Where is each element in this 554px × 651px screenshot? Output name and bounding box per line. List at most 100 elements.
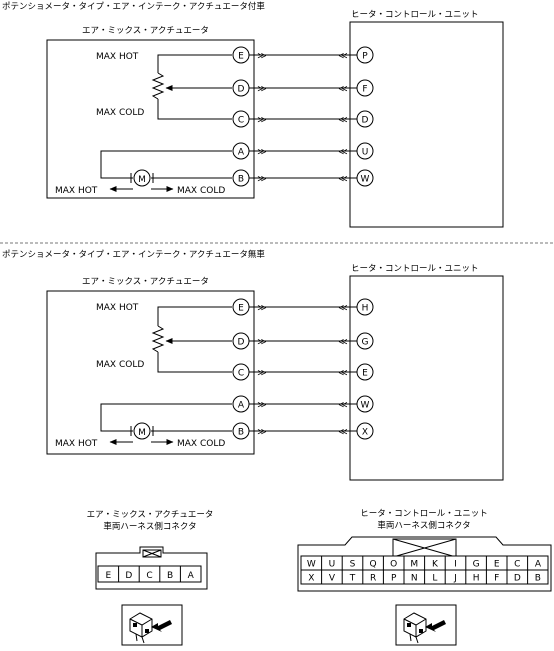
svg-text:N: N bbox=[411, 574, 418, 584]
max-cold-label: MAX COLD bbox=[96, 108, 144, 118]
svg-text:E: E bbox=[494, 560, 500, 570]
connector-title-line2: 車両ハーネス側コネクタ bbox=[103, 521, 196, 532]
svg-text:≫: ≫ bbox=[257, 52, 266, 62]
svg-text:≪: ≪ bbox=[338, 148, 347, 158]
motor-icon: M bbox=[130, 169, 154, 187]
svg-text:M: M bbox=[138, 175, 146, 185]
wire-A-U: A ≫ ≪ U bbox=[232, 142, 374, 160]
section-title: ポテンショメータ・タイプ・エア・インテーク・アクチュエータ付車 bbox=[2, 1, 265, 12]
connector-title-line1: エア・ミックス・アクチュエータ bbox=[87, 510, 214, 520]
svg-text:D: D bbox=[514, 574, 521, 584]
potentiometer bbox=[151, 54, 232, 120]
svg-text:≪: ≪ bbox=[338, 85, 347, 95]
wire-D-F: D ≫ ≪ F bbox=[232, 79, 374, 97]
svg-text:I: I bbox=[454, 560, 457, 570]
svg-text:≫: ≫ bbox=[257, 148, 266, 158]
svg-text:A: A bbox=[188, 571, 195, 581]
svg-text:V: V bbox=[329, 574, 336, 584]
svg-text:D: D bbox=[125, 571, 132, 581]
section-title: ポテンショメータ・タイプ・エア・インテーク・アクチュエータ無車 bbox=[2, 249, 265, 260]
svg-text:B: B bbox=[238, 428, 244, 438]
max-cold-label: MAX COLD bbox=[96, 360, 144, 370]
svg-text:C: C bbox=[514, 560, 520, 570]
svg-text:D: D bbox=[238, 338, 245, 348]
svg-text:W: W bbox=[361, 175, 370, 185]
svg-text:E: E bbox=[238, 52, 244, 62]
svg-text:≫: ≫ bbox=[257, 369, 266, 379]
actuator-connector: エア・ミックス・アクチュエータ 車両ハーネス側コネクタ E D C B A bbox=[87, 510, 214, 590]
max-hot-label: MAX HOT bbox=[96, 303, 139, 313]
svg-text:C: C bbox=[146, 571, 152, 581]
connector-grid bbox=[321, 556, 529, 584]
potentiometer bbox=[151, 306, 232, 373]
svg-text:B: B bbox=[167, 571, 173, 581]
unit-label: ヒータ・コントロール・ユニット bbox=[351, 264, 479, 274]
svg-text:≫: ≫ bbox=[257, 304, 266, 314]
connector-view-icon bbox=[121, 604, 183, 646]
connector-title-line2: 車両ハーネス側コネクタ bbox=[377, 520, 470, 531]
section-1: ポテンショメータ・タイプ・エア・インテーク・アクチュエータ付車 エア・ミックス・… bbox=[2, 1, 504, 228]
svg-text:≪: ≪ bbox=[338, 175, 347, 185]
svg-text:W: W bbox=[361, 401, 370, 411]
svg-text:≫: ≫ bbox=[257, 338, 266, 348]
svg-text:≪: ≪ bbox=[338, 304, 347, 314]
connector-row-2: X V T R P N L J H F D B bbox=[308, 574, 541, 584]
motor-circuit bbox=[100, 150, 232, 179]
svg-text:B: B bbox=[535, 574, 541, 584]
svg-text:C: C bbox=[238, 369, 244, 379]
actuator-label: エア・ミックス・アクチュエータ bbox=[82, 277, 209, 287]
svg-text:≫: ≫ bbox=[257, 401, 266, 411]
svg-text:≪: ≪ bbox=[338, 338, 347, 348]
svg-text:A: A bbox=[535, 560, 542, 570]
motor-icon: M bbox=[130, 422, 154, 440]
connector-row-1: W U S Q O M K I G E C A bbox=[307, 560, 542, 570]
svg-text:H: H bbox=[473, 574, 480, 584]
svg-text:C: C bbox=[238, 116, 244, 126]
svg-text:A: A bbox=[238, 401, 245, 411]
svg-text:≪: ≪ bbox=[338, 52, 347, 62]
motor-circuit bbox=[100, 403, 232, 432]
svg-text:Q: Q bbox=[370, 560, 377, 570]
svg-text:U: U bbox=[329, 560, 336, 570]
connector-title-line1: ヒータ・コントロール・ユニット bbox=[360, 509, 488, 519]
wire-C-E: C ≫ ≪ E bbox=[232, 363, 374, 381]
svg-text:E: E bbox=[238, 304, 244, 314]
motor-hot-label: MAX HOT bbox=[55, 439, 98, 449]
svg-text:L: L bbox=[432, 574, 437, 584]
svg-text:≪: ≪ bbox=[338, 401, 347, 411]
svg-text:≫: ≫ bbox=[257, 116, 266, 126]
svg-text:≫: ≫ bbox=[257, 428, 266, 438]
svg-text:J: J bbox=[453, 574, 457, 584]
unit-box bbox=[349, 21, 504, 228]
svg-text:A: A bbox=[238, 148, 245, 158]
svg-text:X: X bbox=[362, 428, 368, 438]
svg-text:H: H bbox=[362, 304, 369, 314]
wire-E-H: E ≫ ≪ H bbox=[232, 298, 374, 316]
wire-A-W: A ≫ ≪ W bbox=[232, 395, 374, 413]
svg-text:F: F bbox=[362, 85, 367, 95]
wire-C-D: C ≫ ≪ D bbox=[232, 110, 374, 128]
svg-text:X: X bbox=[308, 574, 314, 584]
unit-connector: ヒータ・コントロール・ユニット 車両ハーネス側コネクタ W U S Q O bbox=[297, 509, 552, 592]
svg-text:≫: ≫ bbox=[257, 85, 266, 95]
svg-text:M: M bbox=[410, 560, 418, 570]
svg-text:G: G bbox=[362, 338, 369, 348]
svg-text:W: W bbox=[307, 560, 316, 570]
wire-D-G: D ≫ ≪ G bbox=[232, 332, 374, 350]
svg-text:P: P bbox=[391, 574, 397, 584]
connector-view-icon bbox=[395, 604, 457, 646]
motor-cold-label: MAX COLD bbox=[177, 439, 225, 449]
svg-text:≪: ≪ bbox=[338, 369, 347, 379]
svg-text:B: B bbox=[238, 175, 244, 185]
motor-hot-label: MAX HOT bbox=[55, 186, 98, 196]
section-2: ポテンショメータ・タイプ・エア・インテーク・アクチュエータ無車 エア・ミックス・… bbox=[2, 249, 504, 481]
unit-label: ヒータ・コントロール・ユニット bbox=[351, 10, 479, 20]
svg-text:E: E bbox=[105, 571, 111, 581]
svg-text:≪: ≪ bbox=[338, 116, 347, 126]
actuator-label: エア・ミックス・アクチュエータ bbox=[82, 26, 209, 36]
svg-text:D: D bbox=[238, 85, 245, 95]
svg-text:G: G bbox=[473, 560, 480, 570]
svg-text:T: T bbox=[349, 574, 356, 584]
connector-pins bbox=[118, 566, 181, 582]
svg-text:O: O bbox=[390, 560, 397, 570]
